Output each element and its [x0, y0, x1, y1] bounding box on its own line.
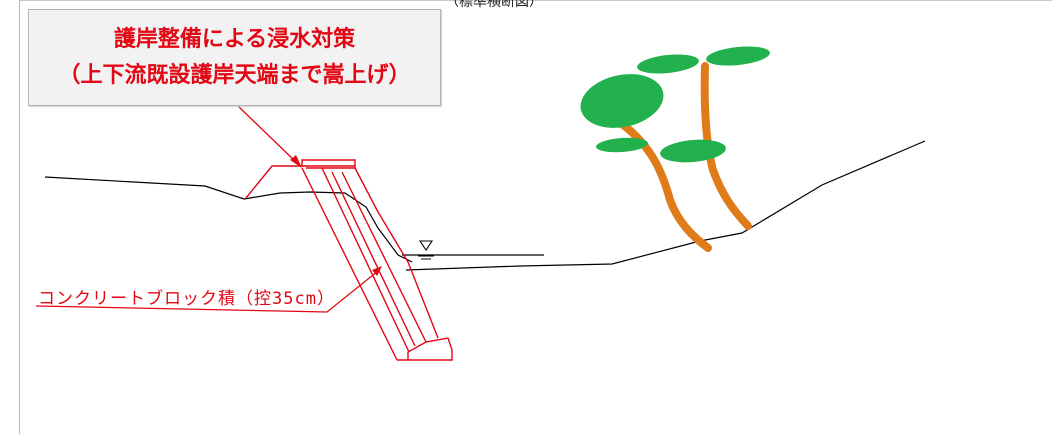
ground-line-left [44, 176, 413, 263]
block-label: コンクリートブロック積（控35cm） [38, 289, 335, 309]
tree-leaf [596, 137, 648, 153]
concrete-block-revetment [245, 159, 453, 361]
tree-leaf [637, 54, 699, 74]
header-cut-text: （標準横断図） [445, 0, 543, 10]
tree-trunk-right [700, 62, 752, 230]
frame-top-border [19, 0, 1052, 1]
callout-title: 護岸整備による浸水対策 [113, 27, 356, 52]
tree-icon [580, 46, 770, 252]
tree-leaf [706, 46, 770, 66]
callout-arrowhead [290, 155, 302, 168]
tree-leaf [580, 74, 664, 128]
callout-box: 護岸整備による浸水対策 （上下流既設護岸天端まで嵩上げ） [28, 9, 441, 106]
block-label-leader [35, 270, 379, 313]
callout-subtitle: （上下流既設護岸天端まで嵩上げ） [58, 63, 411, 88]
callout-leader-line [237, 105, 297, 163]
water-level-triangle-icon [418, 240, 434, 260]
ground-line-right [405, 140, 926, 271]
frame-left-border [19, 0, 20, 434]
tree-leaf [660, 139, 726, 163]
block-label-arrowhead [372, 266, 382, 276]
